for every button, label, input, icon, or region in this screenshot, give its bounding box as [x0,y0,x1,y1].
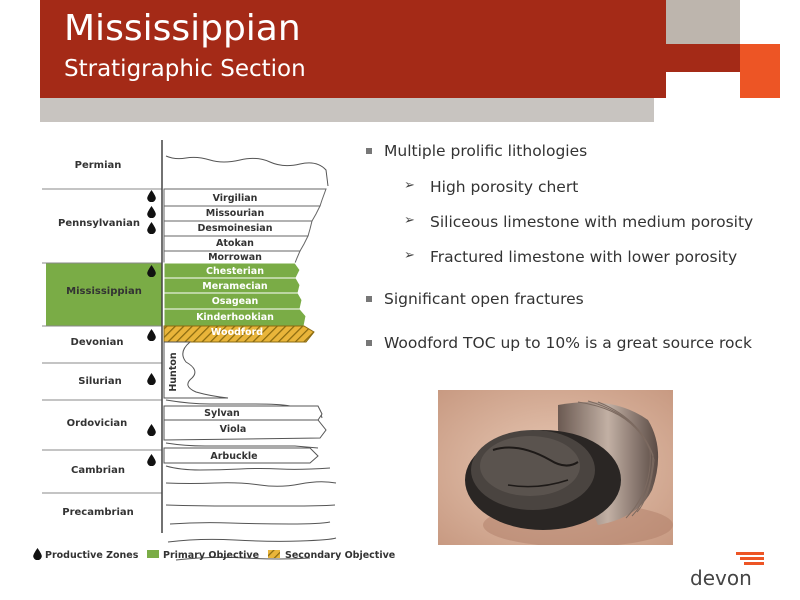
oil-drop-icon [147,454,156,466]
sub-bullet-text: Siliceous limestone with medium porosity [430,213,754,231]
legend-primary-label: Primary Objective [163,550,259,561]
era-label: Permian [75,160,122,171]
devon-logo [736,552,764,565]
era-label: Ordovician [67,418,128,429]
legend-secondary-label: Secondary Objective [285,550,395,561]
era-label: Cambrian [71,465,125,476]
sub-bullet-item: ➢ High porosity chert [362,178,792,202]
legend-productive-label: Productive Zones [45,550,139,561]
arrow-bullet-icon: ➢ [404,248,415,263]
header-bar [40,0,666,98]
formation-label-chesterian: Chesterian [206,266,264,277]
formation-label-missourian: Missourian [206,208,265,219]
header-shadow-band [40,98,654,122]
formation-label-atokan: Atokan [216,238,254,249]
formation-label-desmoinesian: Desmoinesian [198,223,273,234]
oil-drop-icon [147,373,156,385]
formation-label-meramecian: Meramecian [202,281,268,292]
stratigraphic-column: Permian Pennsylvanian Mississippian Devo… [33,140,395,561]
square-bullet-icon [366,340,372,346]
bullet-text: Significant open fractures [384,290,584,308]
bullet-item: Significant open fractures [362,290,792,314]
bullet-text: Woodford TOC up to 10% is a great source… [384,334,752,352]
oil-drop-icon [147,329,156,341]
sub-bullet-text: High porosity chert [430,178,579,196]
slide-subtitle: Stratigraphic Section [64,56,306,82]
formation-label-hunton: Hunton [168,352,179,392]
legend-secondary-swatch [268,550,280,558]
formation-label-woodford: Woodford [211,327,263,338]
bullet-item: Woodford TOC up to 10% is a great source… [362,334,792,358]
era-label: Silurian [78,376,121,387]
header-accent-grey [666,0,740,44]
hunton-outline [163,341,229,399]
sub-bullet-item: ➢ Fractured limestone with lower porosit… [362,248,792,272]
era-dividers [42,188,162,494]
woodford-secondary-objective [163,325,315,343]
oil-drop-icon [147,206,156,218]
era-mississippian-highlight [46,263,162,326]
devon-logo-text: devon [690,566,752,590]
formation-label-osagean: Osagean [212,296,259,307]
legend-primary-swatch [147,550,159,558]
square-bullet-icon [366,148,372,154]
era-label: Devonian [71,337,124,348]
slide-title: Mississippian [64,8,301,49]
header-accent-orange [740,44,780,98]
formation-label-sylvan: Sylvan [204,408,240,419]
bullet-text: Multiple prolific lithologies [384,142,588,160]
oil-drop-icon [147,190,156,202]
formation-label-morrowan: Morrowan [208,252,262,263]
formation-label-viola: Viola [220,424,247,435]
square-bullet-icon [366,296,372,302]
formation-label-virgilian: Virgilian [213,193,258,204]
arrow-bullet-icon: ➢ [404,213,415,228]
sub-bullet-item: ➢ Siliceous limestone with medium porosi… [362,213,792,237]
header-accent-red [666,44,740,72]
era-label: Precambrian [62,507,134,518]
era-label: Mississippian [66,286,142,297]
formation-label-arbuckle: Arbuckle [210,451,257,462]
core-sample-photo [438,390,673,545]
oil-drop-icon [147,424,156,436]
arrow-bullet-icon: ➢ [404,178,415,193]
formation-label-kinderhookian: Kinderhookian [196,312,274,323]
bullet-list: Multiple prolific lithologies ➢ High por… [362,142,792,358]
bullet-item: Multiple prolific lithologies [362,142,792,166]
era-label: Pennsylvanian [58,218,140,229]
sub-bullet-text: Fractured limestone with lower porosity [430,248,738,266]
unconformity-lines [165,155,337,561]
oil-drop-icon [33,548,42,560]
oil-drop-icon [147,222,156,234]
